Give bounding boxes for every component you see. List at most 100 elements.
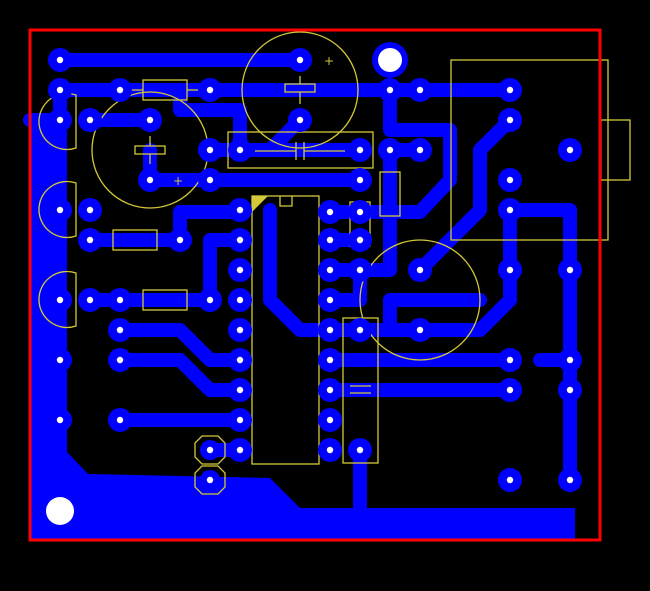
trace-connector-diag [413,113,517,277]
drill-hole [416,326,424,334]
ic-u1-notch [279,196,293,207]
drill-hole [506,386,514,394]
drill-hole [206,176,214,184]
drill-hole [296,56,304,64]
drill-hole [116,296,124,304]
drill-hole [326,296,334,304]
drill-hole [56,356,64,364]
drill-hole [416,266,424,274]
trace-right-vert [383,293,487,337]
drill-hole [116,86,124,94]
drill-hole [386,146,394,154]
drill-hole [236,356,244,364]
drill-hole [326,208,334,216]
ic-u1-pin1-marker [252,196,268,212]
drill-hole [236,416,244,424]
drill-hole [326,236,334,244]
cap-c1-plus-label: + [324,54,334,68]
drill-hole [326,416,334,424]
drill-hole [416,86,424,94]
header-j2-outline-a [194,435,226,465]
trace-r4 [83,233,247,307]
drill-hole [506,266,514,274]
drill-hole [116,326,124,334]
connector-j1-outline [450,59,609,241]
drill-hole [206,476,214,484]
drill-hole [206,86,214,94]
drill-hole [206,296,214,304]
drill-hole [356,446,364,454]
drill-hole [176,236,184,244]
drill-hole [56,116,64,124]
drill-hole [236,236,244,244]
drill-hole [326,446,334,454]
trace-r3 [83,205,247,247]
drill-hole [236,296,244,304]
mounting-hole-bottom [46,497,74,525]
trace-pin2-in [113,353,247,397]
drill-hole [236,446,244,454]
drill-hole [56,86,64,94]
resistor-r5-outline [379,171,401,217]
drill-hole [296,116,304,124]
drill-hole [236,266,244,274]
drill-hole [356,208,364,216]
drill-hole [56,416,64,424]
drill-hole [236,386,244,394]
drill-hole [506,86,514,94]
drill-hole [356,326,364,334]
resistor-r3-outline [112,229,158,251]
drill-hole [506,206,514,214]
drill-hole [416,146,424,154]
cap-c5-outline [342,317,379,464]
drill-hole [326,266,334,274]
drill-hole [566,146,574,154]
transistor-q3-outline [38,270,77,329]
drill-hole [356,266,364,274]
trace-ic-left-spine [263,203,337,337]
drill-hole [116,416,124,424]
drill-hole [566,476,574,484]
drill-hole [326,326,334,334]
pad-group [48,48,582,492]
drill-hole [506,476,514,484]
drill-hole [566,386,574,394]
header-j2-outline-b [194,465,226,495]
trace-pin1-in [113,323,247,367]
drill-hole [56,56,64,64]
drill-hole [206,146,214,154]
drill-hole [386,86,394,94]
drill-hole [56,206,64,214]
drill-hole [86,206,94,214]
drill-hole [146,176,154,184]
drill-hole [506,176,514,184]
mounting-hole-top [378,48,402,72]
drill-hole [56,296,64,304]
drill-hole [506,116,514,124]
cap-c4-outline [359,239,481,361]
drill-hole [326,386,334,394]
cap-c1-outline [241,31,359,149]
drill-hole [236,146,244,154]
drill-hole [86,236,94,244]
transistor-q2-outline [38,180,77,239]
ground-pour [30,118,575,540]
drill-hole [356,176,364,184]
drill-hole [566,266,574,274]
silkscreen-layer: + + [38,31,631,495]
cap-c2-plus-label: + [173,174,183,188]
drill-hole [566,356,574,364]
drill-hole [206,446,214,454]
resistor-r4-outline [142,289,188,311]
drill-hole [356,236,364,244]
board-outline [28,28,602,542]
drill-hole [86,116,94,124]
drill-hole [236,206,244,214]
trace-c4-out [413,203,577,487]
drill-hole [86,296,94,304]
drill-hole [506,356,514,364]
drill-hole [356,146,364,154]
connector-j1-tab [600,119,631,181]
drill-hole [236,326,244,334]
